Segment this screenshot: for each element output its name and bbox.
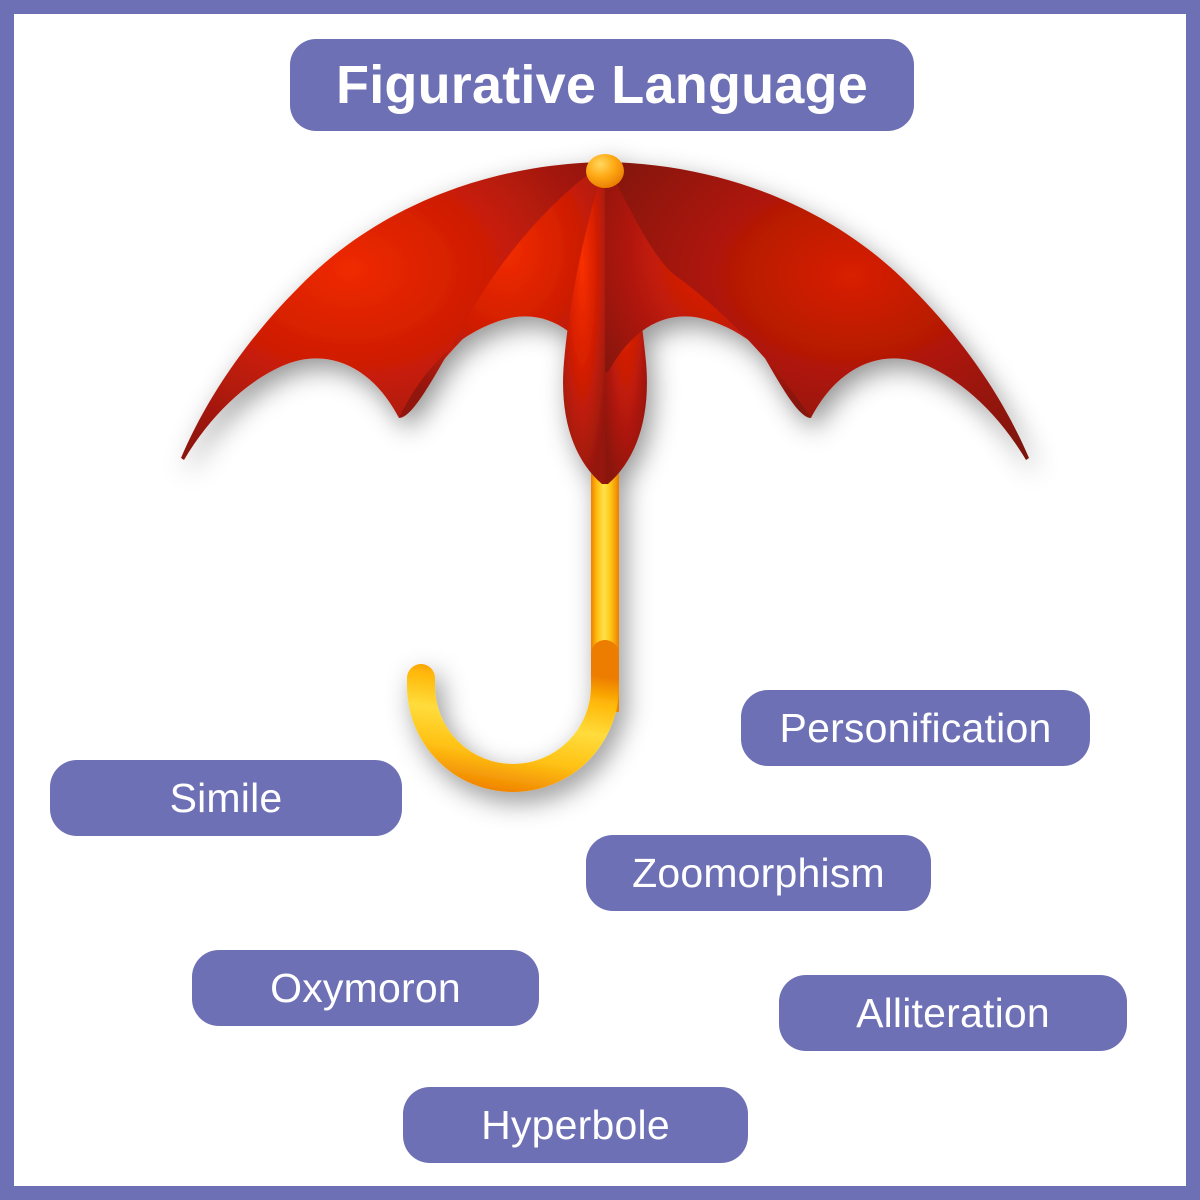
umbrella-handle: [407, 164, 619, 792]
umbrella-finial: [586, 154, 624, 188]
term-pill-simile[interactable]: Simile: [50, 760, 402, 836]
poster-canvas: Figurative Language Simile Personificati…: [14, 14, 1186, 1186]
term-pill-personification[interactable]: Personification: [741, 690, 1090, 766]
term-pill-alliteration[interactable]: Alliteration: [779, 975, 1127, 1051]
term-pill-zoomorphism[interactable]: Zoomorphism: [586, 835, 931, 911]
term-pill-oxymoron[interactable]: Oxymoron: [192, 950, 539, 1026]
page-title: Figurative Language: [290, 39, 914, 131]
umbrella-canopy: [181, 162, 1029, 484]
term-pill-hyperbole[interactable]: Hyperbole: [403, 1087, 748, 1163]
umbrella-body: [181, 154, 1029, 792]
